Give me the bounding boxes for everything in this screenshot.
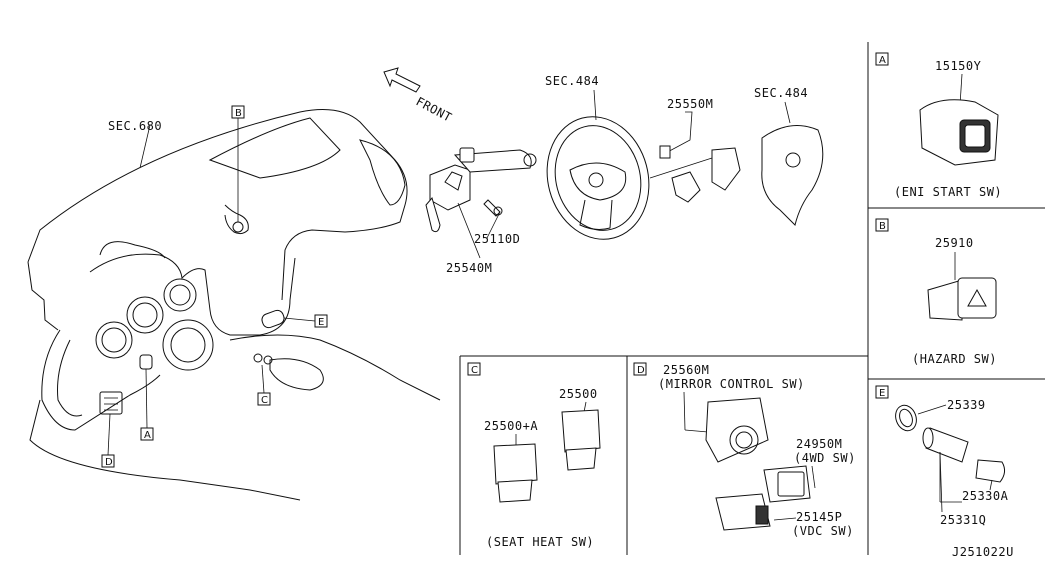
- panel-e-tag: E: [879, 388, 885, 399]
- panel-e-part3: 25331Q: [940, 513, 986, 527]
- panel-d-part2: 24950M: [796, 437, 842, 451]
- panel-a-caption: (ENI START SW): [894, 185, 1002, 199]
- callout-d: D: [101, 454, 115, 468]
- p25550m-label: 25550M: [667, 97, 713, 111]
- panel-c-tag: C: [471, 365, 478, 376]
- airbag-drawing: [761, 101, 824, 226]
- panel-c: C 25500 25500+A (SEAT HEAT SW): [467, 362, 601, 549]
- steering-wheel-drawing: [546, 89, 650, 240]
- panel-e-part2: 25330A: [962, 489, 1009, 503]
- callout-d-label: D: [105, 457, 113, 468]
- callout-e-label: E: [318, 317, 324, 328]
- steering-switch-drawing: [649, 111, 741, 203]
- combination-switch-drawing: [425, 147, 537, 259]
- p25110d-label: 25110D: [474, 232, 520, 246]
- callout-a-label: A: [144, 430, 151, 441]
- panel-c-part2: 25500+A: [484, 419, 538, 433]
- panel-d-tag: D: [637, 365, 645, 376]
- panel-c-part1: 25500: [559, 387, 598, 401]
- panel-e-part1: 25339: [947, 398, 986, 412]
- dashboard-leaders: [107, 118, 316, 456]
- callout-a: A: [140, 427, 154, 441]
- callout-e: E: [314, 314, 328, 328]
- panel-dividers: [459, 42, 1045, 555]
- sec484-airbag-label: SEC.484: [754, 86, 808, 100]
- panel-d-part3-caption: (VDC SW): [792, 524, 854, 538]
- panel-a-tag: A: [879, 55, 886, 66]
- callout-c: C: [257, 392, 271, 406]
- panel-c-caption: (SEAT HEAT SW): [486, 535, 594, 549]
- callout-c-label: C: [261, 395, 268, 406]
- panel-d-part2-caption: (4WD SW): [794, 451, 856, 465]
- panel-b-caption: (HAZARD SW): [912, 352, 997, 366]
- callout-b-label: B: [235, 108, 242, 119]
- dashboard-drawing: [27, 109, 441, 501]
- panel-d-part1: 25560M: [663, 363, 709, 377]
- front-label: FRONT: [414, 94, 455, 124]
- p25540m-label: 25540M: [446, 261, 492, 275]
- panel-d-part3: 25145P: [796, 510, 842, 524]
- panel-e: E 25339 25330A 25331Q: [875, 385, 1009, 527]
- panel-d: D 25560M (MIRROR CONTROL SW) 24950M (4WD…: [633, 362, 856, 538]
- panel-d-part1-caption: (MIRROR CONTROL SW): [658, 377, 805, 391]
- panel-b-part: 25910: [935, 236, 974, 250]
- diagram-id: J251022U: [952, 545, 1014, 559]
- panel-b-tag: B: [879, 221, 886, 232]
- sec484-wheel-label: SEC.484: [545, 74, 599, 88]
- panel-b: B 25910 (HAZARD SW): [875, 218, 997, 366]
- front-arrow: FRONT: [383, 67, 455, 125]
- panel-a: A 15150Y (ENI START SW): [875, 52, 1002, 199]
- callout-b: B: [231, 105, 245, 119]
- sec680-label: SEC.680: [108, 119, 162, 133]
- panel-a-part: 15150Y: [935, 59, 982, 73]
